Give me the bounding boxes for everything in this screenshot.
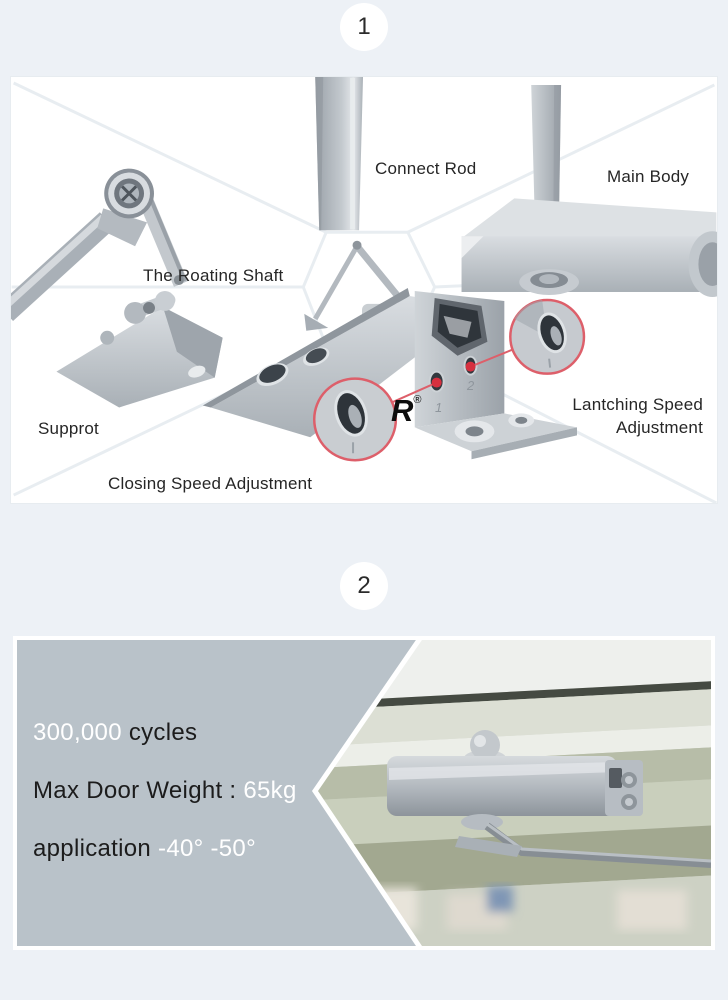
spec-weight-label: Max Door Weight : xyxy=(33,777,244,804)
step-1-badge: 1 xyxy=(340,3,388,51)
photo-door-closer xyxy=(387,730,711,868)
main-body-image xyxy=(461,84,717,297)
spec-cycles-value: 300,000 xyxy=(33,719,122,746)
spec-cycles-label: cycles xyxy=(121,719,198,746)
rotating-shaft-image xyxy=(11,168,188,321)
spec-application-value: -40° -50° xyxy=(158,835,256,862)
latching-speed-magnifier-icon xyxy=(509,298,586,375)
label-closing-speed: Closing Speed Adjustment xyxy=(108,474,313,493)
spec-application-label: application xyxy=(33,835,159,862)
label-rotating-shaft: The Roating Shaft xyxy=(143,266,284,285)
registered-trademark-icon: ® xyxy=(413,394,422,406)
step-2-badge: 2 xyxy=(340,562,388,610)
connect-rod-image xyxy=(315,77,364,231)
callout-leader-lines xyxy=(391,348,513,404)
parts-diagram-panel: Connect Rod Main Body The Roating Shaft … xyxy=(10,76,718,504)
label-latching-speed: Lantching Speed Adjustment xyxy=(572,395,703,437)
door-closer-parts-illustration xyxy=(11,77,717,503)
spec-weight-value: 65kg xyxy=(243,777,297,804)
spec-max-door-weight: Max Door Weight : 65kg xyxy=(33,777,297,805)
valve-number-2: 2 xyxy=(467,378,475,393)
brand-logo: R® xyxy=(391,393,422,429)
label-support: Supprot xyxy=(38,419,99,438)
closing-speed-magnifier-icon xyxy=(312,377,398,462)
valve-number-1: 1 xyxy=(435,400,443,415)
brand-logo-letter: R xyxy=(391,393,414,428)
spec-cycles: 300,000 cycles xyxy=(33,719,197,747)
label-connect-rod: Connect Rod xyxy=(375,159,477,178)
support-bracket-image xyxy=(56,290,223,408)
label-main-body: Main Body xyxy=(607,167,690,186)
installed-door-closer-photo xyxy=(311,640,711,946)
specs-info-area: 300,000 cycles Max Door Weight : 65kg ap… xyxy=(17,640,711,946)
photo-chevron-divider xyxy=(311,640,422,946)
specs-panel: 300,000 cycles Max Door Weight : 65kg ap… xyxy=(13,636,715,950)
spec-application-angle: application -40° -50° xyxy=(33,835,256,863)
